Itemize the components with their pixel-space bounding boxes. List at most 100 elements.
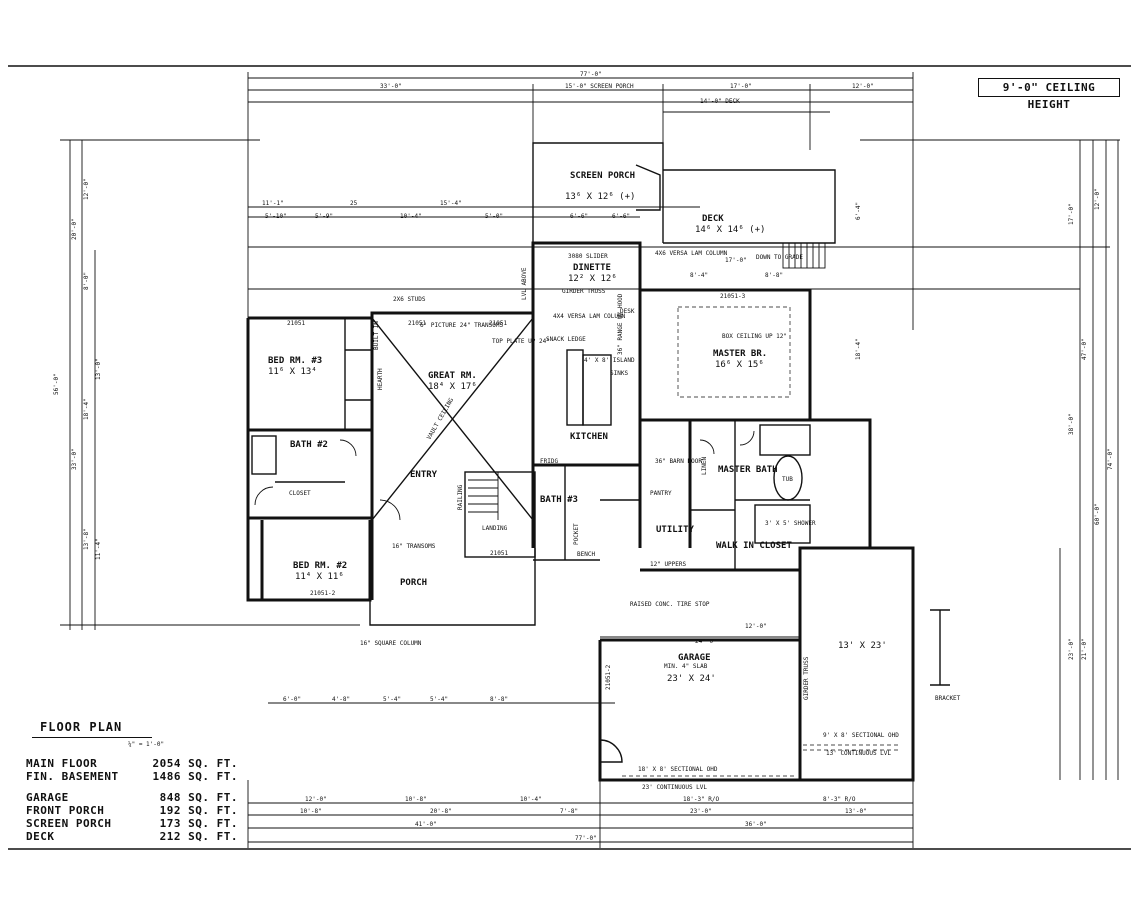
area-value: 173 SQ. FT. xyxy=(159,817,238,830)
dim-top-left: 33'-0" xyxy=(380,83,402,90)
dim-right-60: 60'-0" xyxy=(1094,503,1101,525)
note-island: 4' X 8' ISLAND xyxy=(584,357,635,364)
svg-text:13'-8": 13'-8" xyxy=(83,528,90,550)
svg-text:17'-0": 17'-0" xyxy=(1068,203,1075,225)
note-pocket: POCKET xyxy=(573,523,580,545)
svg-text:7'-8": 7'-8" xyxy=(560,808,578,815)
svg-text:18'-4": 18'-4" xyxy=(855,338,862,360)
svg-text:6'-6": 6'-6" xyxy=(612,213,630,220)
ceiling-height-label: 9'-0" CEILING HEIGHT xyxy=(978,78,1120,111)
window-label-5: 21051-2 xyxy=(310,590,336,597)
svg-text:18'-3" R/O: 18'-3" R/O xyxy=(683,796,720,803)
entry-label: ENTRY xyxy=(410,470,438,480)
landing-label: LANDING xyxy=(482,525,508,532)
note-built-in: BUILT IN xyxy=(373,321,380,350)
svg-text:18'-4": 18'-4" xyxy=(83,398,90,420)
dim-bottom-36: 36'-0" xyxy=(745,821,767,828)
note-garage-door-1: 18' X 8' SECTIONAL OHD xyxy=(638,766,718,773)
window-label-6: 21051-2 xyxy=(605,664,612,690)
svg-text:8'-0": 8'-0" xyxy=(83,272,90,290)
svg-text:6'-4": 6'-4" xyxy=(855,202,862,220)
svg-text:13'-0": 13'-0" xyxy=(845,808,867,815)
area-label: SCREEN PORCH xyxy=(26,817,112,830)
porch-label: PORCH xyxy=(400,578,427,588)
note-continuous-1: 23' CONTINUOUS LVL xyxy=(642,784,707,791)
floor-plan-title: FLOOR PLAN xyxy=(40,720,123,734)
svg-text:20'-0": 20'-0" xyxy=(71,218,78,240)
note-versa-lam-1: 4X6 VERSA LAM COLUMN xyxy=(655,250,728,257)
note-slider: 3080 SLIDER xyxy=(568,253,608,260)
note-sinks: SINKS xyxy=(610,370,628,377)
bed-rm-2-size: 11⁴ X 11⁶ xyxy=(295,572,344,582)
kitchen-label: KITCHEN xyxy=(570,432,608,442)
bed-rm-3-label: BED RM. #3 xyxy=(268,356,322,366)
dinette-label: DINETTE xyxy=(573,263,611,273)
garage-bay-size: 13' X 23' xyxy=(838,641,887,651)
area-row: GARAGE 848 SQ. FT. xyxy=(26,791,238,804)
area-label: FIN. BASEMENT xyxy=(26,770,119,783)
window-label-3: 21051 xyxy=(489,320,507,327)
dim-bottom-10-8: 10'-8" xyxy=(405,796,427,803)
note-uppers: 12" UPPERS xyxy=(650,561,687,568)
window-label-4: 21051-3 xyxy=(720,293,746,300)
area-label: FRONT PORCH xyxy=(26,804,105,817)
area-table: MAIN FLOOR 2054 SQ. FT. FIN. BASEMENT 14… xyxy=(26,757,238,843)
dim-deck-8-4: 8'-4" xyxy=(690,272,708,279)
room-labels: SCREEN PORCH 13⁶ X 12⁶ (+) DECK 14⁶ X 14… xyxy=(268,171,887,684)
note-versa-lam-2: 4X4 VERSA LAM COLUMN xyxy=(553,313,626,320)
note-railing: RAILING xyxy=(457,484,464,510)
svg-text:5'-0": 5'-0" xyxy=(485,213,503,220)
area-row: FIN. BASEMENT 1486 SQ. FT. xyxy=(26,770,238,783)
note-snack-ledge: SNACK LEDGE xyxy=(546,336,586,343)
area-value: 1486 SQ. FT. xyxy=(152,770,238,783)
note-garage-door-2: 9' X 8' SECTIONAL OHD xyxy=(823,732,899,739)
pantry-label: PANTRY xyxy=(650,490,672,497)
svg-text:23'-0": 23'-0" xyxy=(690,808,712,815)
area-label: MAIN FLOOR xyxy=(26,757,98,770)
note-tub: TUB xyxy=(782,476,793,483)
note-box-ceiling: BOX CEILING UP 12" xyxy=(722,333,787,340)
dim-bottom-12: 12'-0" xyxy=(305,796,327,803)
deck-label: DECK xyxy=(702,214,724,224)
svg-text:6'-0": 6'-0" xyxy=(283,696,301,703)
svg-text:20'-8": 20'-8" xyxy=(430,808,452,815)
area-spacer xyxy=(26,783,238,791)
bed-rm-3-size: 11⁶ X 13⁴ xyxy=(268,367,317,377)
walk-in-closet-label: WALK IN CLOSET xyxy=(716,541,792,551)
window-label-1: 21051 xyxy=(287,320,305,327)
svg-text:12'-0": 12'-0" xyxy=(83,178,90,200)
garage-dimensions: 24'-0" 12'-0" xyxy=(600,623,800,645)
dim-top-screen-porch: 15'-0" SCREEN PORCH xyxy=(565,83,634,90)
svg-text:8'-8": 8'-8" xyxy=(765,272,783,279)
svg-text:5'-10": 5'-10" xyxy=(265,213,287,220)
garage-note: MIN. 4" SLAB xyxy=(664,663,708,670)
svg-text:15'-4": 15'-4" xyxy=(440,200,462,207)
dim-top-overall: 77'-0" xyxy=(580,71,602,78)
garage-size: 23' X 24' xyxy=(667,674,716,684)
note-down-to-grade: DOWN TO GRADE xyxy=(756,254,803,261)
area-label: GARAGE xyxy=(26,791,69,804)
dim-garage-12: 12'-0" xyxy=(745,623,767,630)
svg-text:5'-4": 5'-4" xyxy=(430,696,448,703)
window-label-2: 21051 xyxy=(408,320,426,327)
dim-left-56: 56'-0" xyxy=(53,373,60,395)
svg-text:8'-3" R/O: 8'-3" R/O xyxy=(823,796,856,803)
svg-text:5'-4": 5'-4" xyxy=(383,696,401,703)
svg-text:10'-8": 10'-8" xyxy=(300,808,322,815)
note-barn-door: 36" BARN DOOR xyxy=(655,458,702,465)
svg-text:8'-8": 8'-8" xyxy=(490,696,508,703)
note-girder-truss-2: GIRDER TRUSS xyxy=(803,656,810,700)
dim-deck-14: 14'-0" DECK xyxy=(700,98,740,105)
bath-2-label: BATH #2 xyxy=(290,440,328,450)
area-row: SCREEN PORCH 173 SQ. FT. xyxy=(26,817,238,830)
dim-top-17: 17'-0" xyxy=(730,83,752,90)
note-range-hood: 36" RANGE W/ HOOD xyxy=(617,293,624,355)
area-row: DECK 212 SQ. FT. xyxy=(26,830,238,843)
bed-rm-2-label: BED RM. #2 xyxy=(293,561,347,571)
note-linen: LINEN xyxy=(701,457,708,475)
area-value: 848 SQ. FT. xyxy=(159,791,238,804)
note-desk: DESK xyxy=(620,308,635,315)
note-bench: BENCH xyxy=(577,551,595,558)
